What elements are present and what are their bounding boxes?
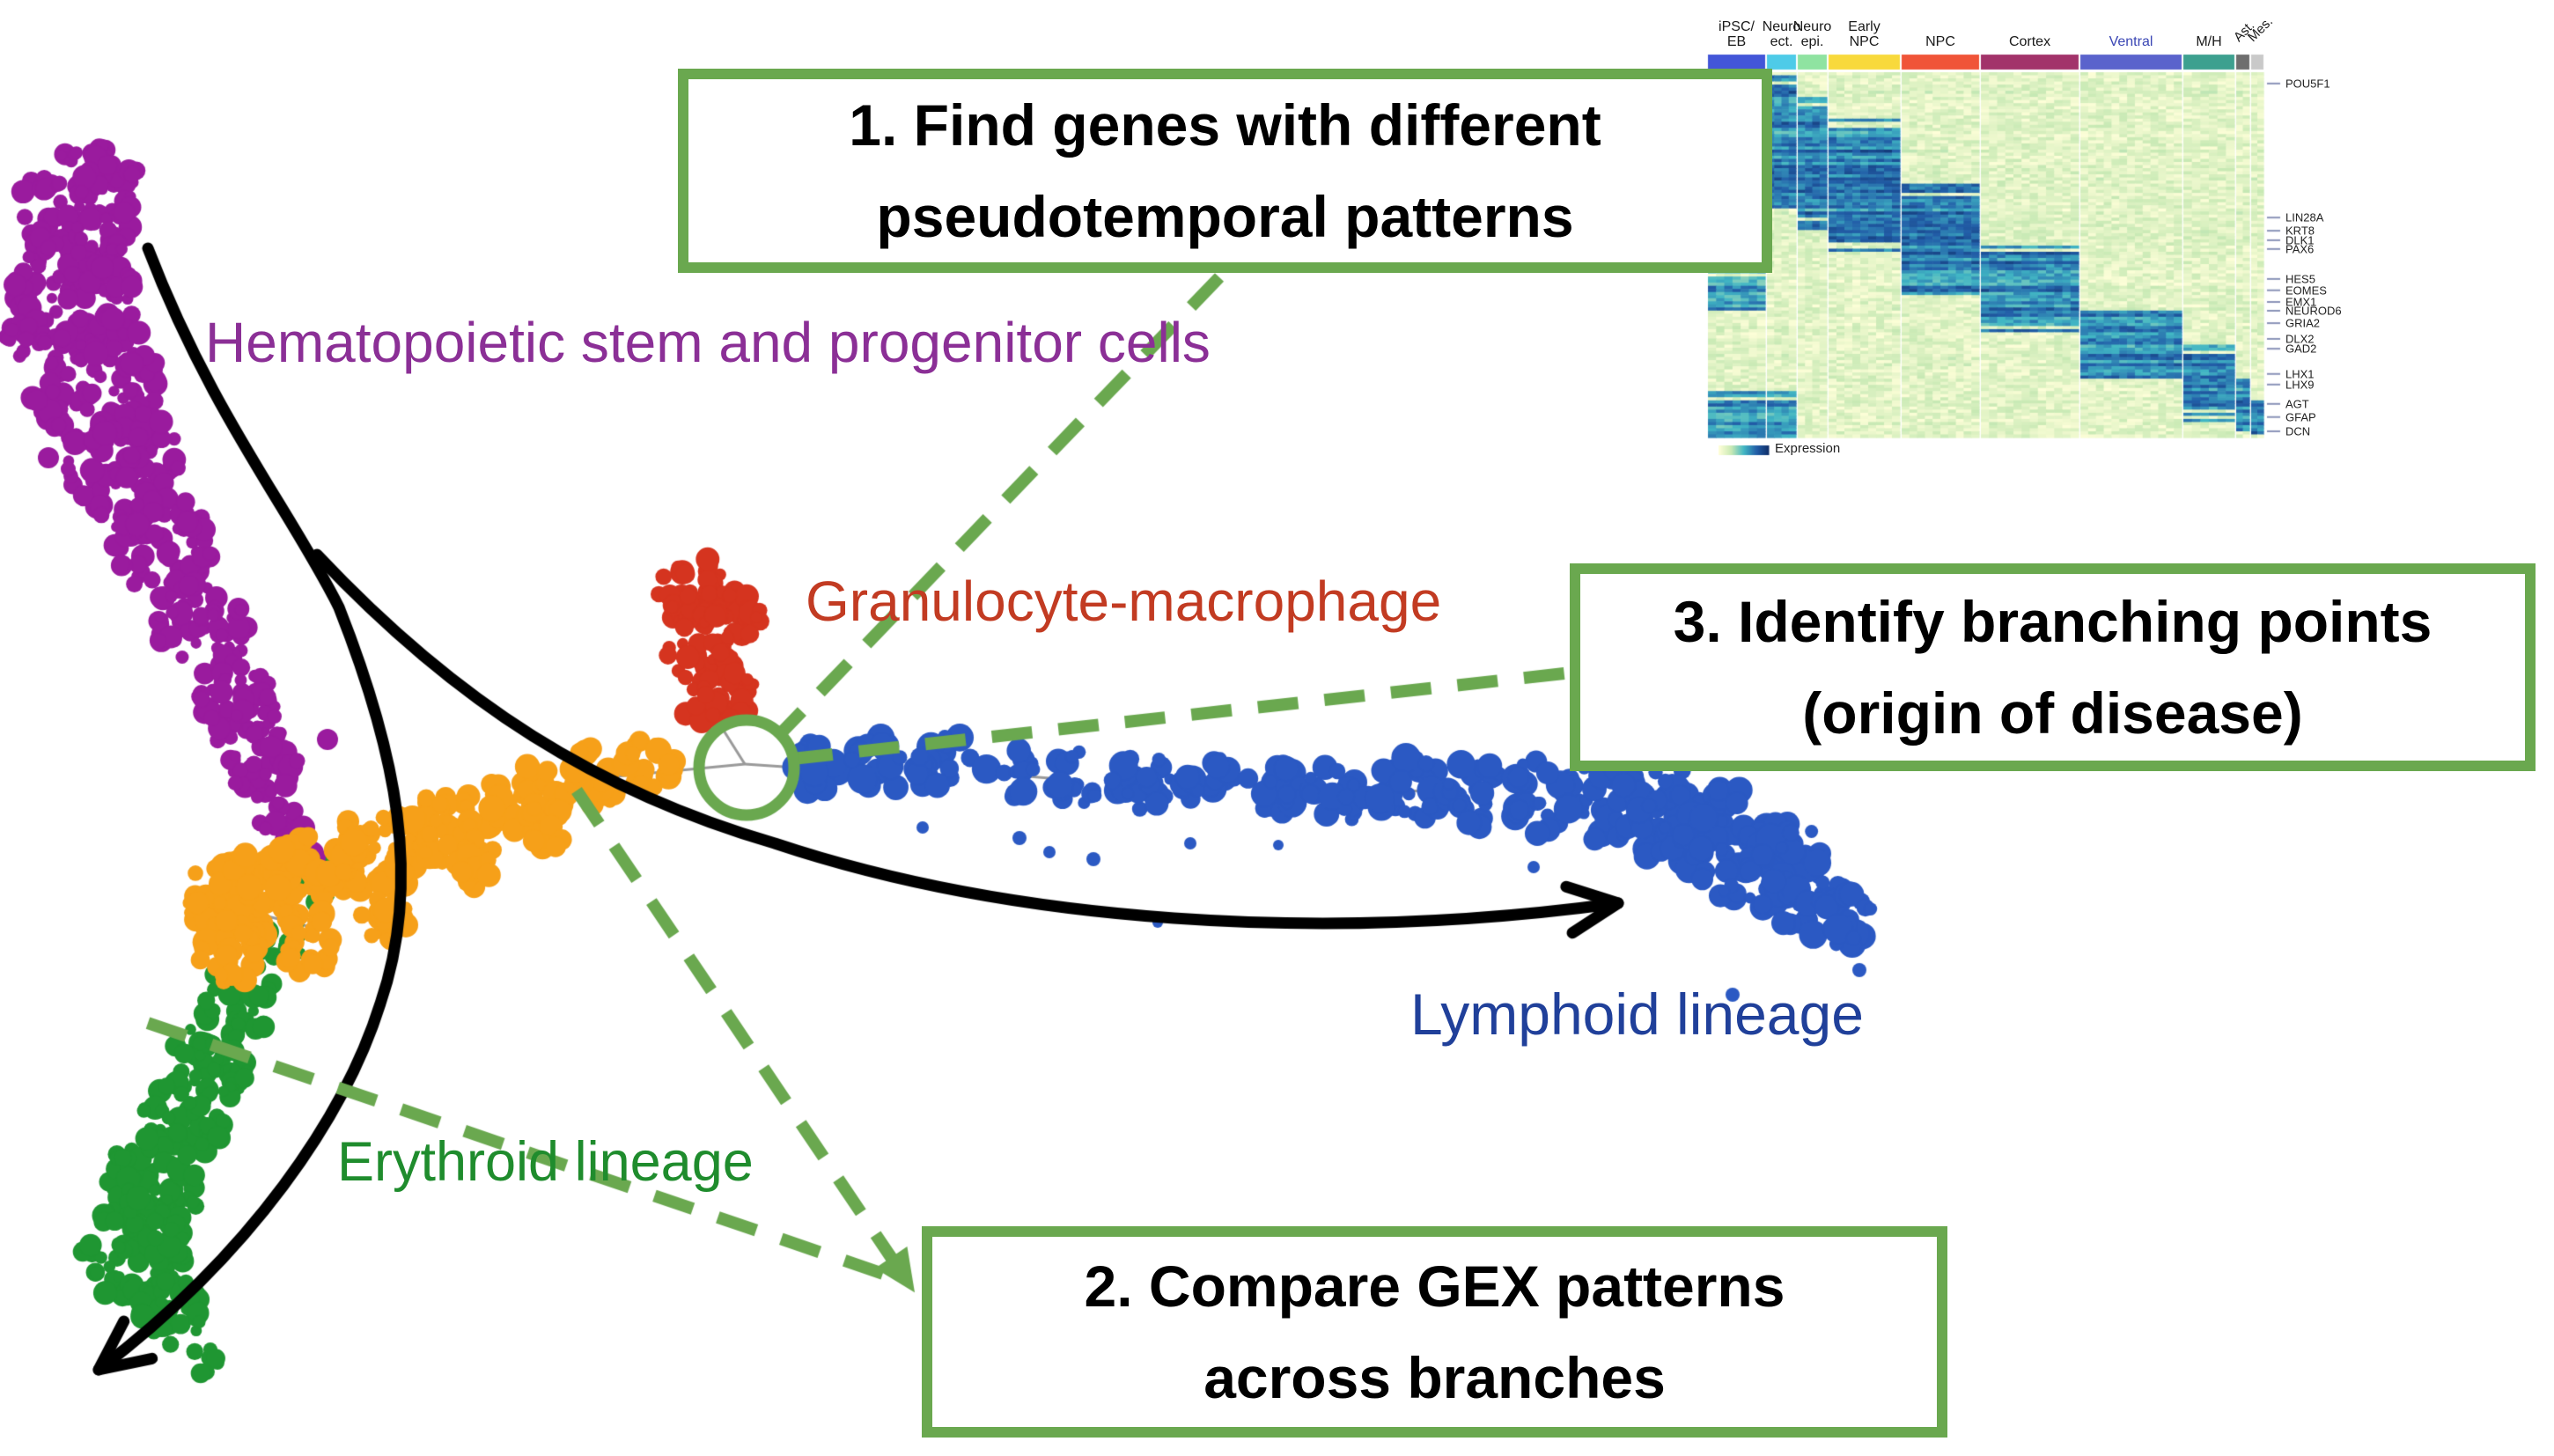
step1-line2: pseudotemporal patterns [876, 184, 1574, 249]
step2-line2: across branches [1203, 1345, 1666, 1410]
heatmap-gene-label-eomes: EOMES [2285, 283, 2327, 298]
heatmap-gene-label-agt: AGT [2285, 397, 2309, 411]
cluster-label-lymphoid-lineage: Lymphoid lineage [1410, 982, 1864, 1047]
heatmap-col-label-ventral: Ventral [2109, 34, 2153, 49]
step3-annotation-box: 3. Identify branching points (origin of … [1570, 563, 2536, 771]
heatmap-col-label-neuroect: Neuro ect. [1762, 19, 1801, 49]
heatmap-legend-label: Expression [1775, 441, 1841, 456]
heatmap-gene-label-dlk1: DLK1 [2285, 233, 2315, 247]
cluster-label-hematopoietic: Hematopoietic stem and progenitor cells [205, 311, 1211, 374]
heatmap-gene-label-krt8: KRT8 [2285, 224, 2315, 238]
cluster-label-erythroid-lineage: Erythroid lineage [337, 1131, 754, 1193]
heatmap-col-label-cortex: Cortex [2008, 34, 2051, 49]
heatmap-col-label-neuroepi: Neuro epi. [1792, 19, 1832, 49]
heatmap-gene-label-pou5f1: POU5F1 [2285, 77, 2330, 91]
heatmap-gene-label-gfap: GFAP [2285, 410, 2316, 424]
heatmap-gene-label-neurod6: NEUROD6 [2285, 304, 2342, 318]
heatmap-gene-label-lhx1: LHX1 [2285, 367, 2315, 381]
step2-annotation-box: 2. Compare GEX patterns across branches [922, 1226, 1947, 1438]
heatmap-col-label-mh: M/H [2196, 34, 2222, 49]
heatmap-gene-label-dlx2: DLX2 [2285, 332, 2315, 346]
step1-line1: 1. Find genes with different [849, 92, 1601, 158]
heatmap-gene-label-emx1: EMX1 [2285, 295, 2317, 309]
heatmap-gene-label-gria2: GRIA2 [2285, 316, 2321, 330]
heatmap-gene-label-lin28a: LIN28A [2285, 210, 2324, 224]
step1-annotation-box: 1. Find genes with different pseudotempo… [678, 69, 1772, 273]
step3-line2: (origin of disease) [1802, 680, 2303, 746]
heatmap-gene-label-pax6: PAX6 [2285, 242, 2315, 256]
step2-line1: 2. Compare GEX patterns [1084, 1254, 1785, 1319]
heatmap-gene-label-dcn: DCN [2285, 424, 2311, 438]
heatmap-gene-label-lhx9: LHX9 [2285, 378, 2315, 392]
step3-line1: 3. Identify branching points [1673, 589, 2433, 654]
heatmap-col-label-earlynpc: Early NPC [1848, 19, 1881, 49]
heatmap-gene-label-gad2: GAD2 [2285, 342, 2317, 356]
heatmap-col-label-ipsceb: iPSC/ EB [1719, 19, 1755, 49]
cluster-label-granulocyte-macrophage: Granulocyte-macrophage [806, 570, 1442, 633]
heatmap-gene-label-hes5: HES5 [2285, 272, 2315, 286]
heatmap-col-label-npc: NPC [1925, 34, 1955, 49]
